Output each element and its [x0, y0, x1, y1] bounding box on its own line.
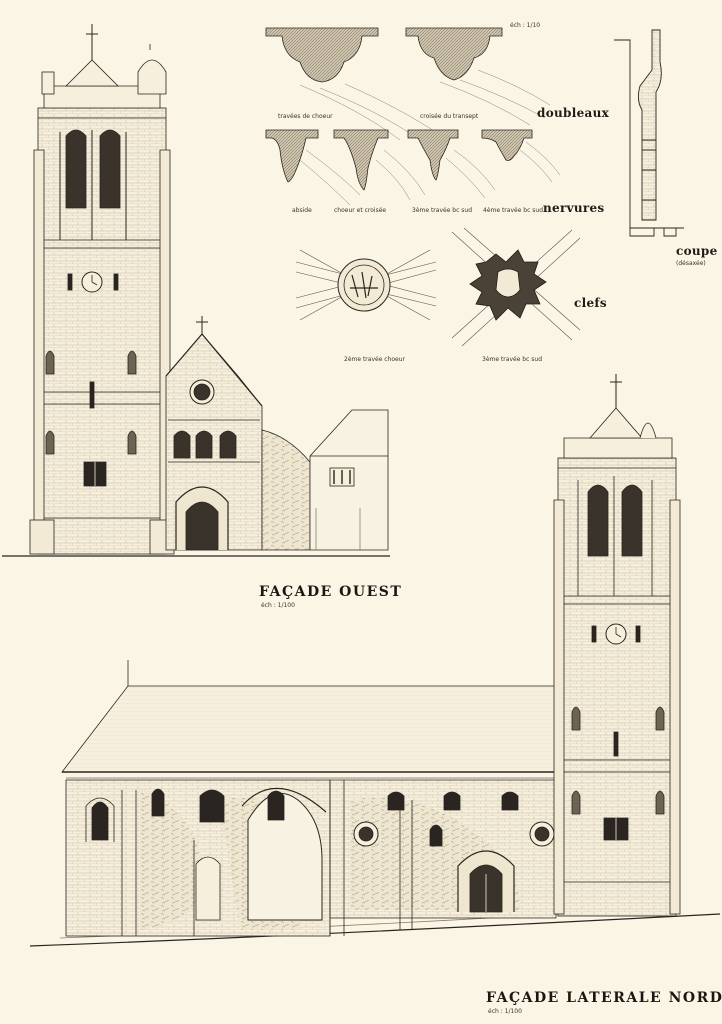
- coupe-section: [614, 29, 684, 237]
- facade-nord-drawing: [29, 374, 721, 947]
- nervures-heading: nervures: [543, 201, 605, 215]
- facade-ouest-scale: éch : 1/100: [261, 602, 295, 609]
- clefs-heading: clefs: [574, 296, 607, 310]
- doubleaux-label-1: travées de choeur: [278, 113, 333, 120]
- nervures-profiles: [265, 129, 561, 206]
- facade-ouest-drawing: [2, 24, 390, 557]
- scale-label-details: éch : 1/10: [510, 22, 541, 29]
- coupe-heading: coupe: [676, 244, 718, 258]
- facade-nord-scale: éch : 1/100: [488, 1008, 522, 1015]
- coupe-subheading: (désaxée): [676, 260, 706, 267]
- doubleaux-heading: doubleaux: [537, 106, 610, 120]
- nervures-label-4: 4ème travée bc sud: [483, 207, 544, 214]
- clefs-bosses: [295, 227, 581, 347]
- clefs-label-2: 3ème travée bc sud: [482, 356, 543, 363]
- facade-nord-title: FAÇADE LATERALE NORD: [486, 990, 722, 1006]
- nervures-label-3: 3ème travée bc sud: [412, 207, 473, 214]
- doubleaux-label-2: croisée du transept: [420, 113, 479, 120]
- doubleaux-profiles: [265, 27, 551, 141]
- clefs-label-1: 2ème travée choeur: [344, 356, 406, 363]
- facade-ouest-title: FAÇADE OUEST: [259, 584, 403, 600]
- nervures-label-2: choeur et croisée: [334, 207, 387, 214]
- nervures-label-1: abside: [292, 207, 312, 214]
